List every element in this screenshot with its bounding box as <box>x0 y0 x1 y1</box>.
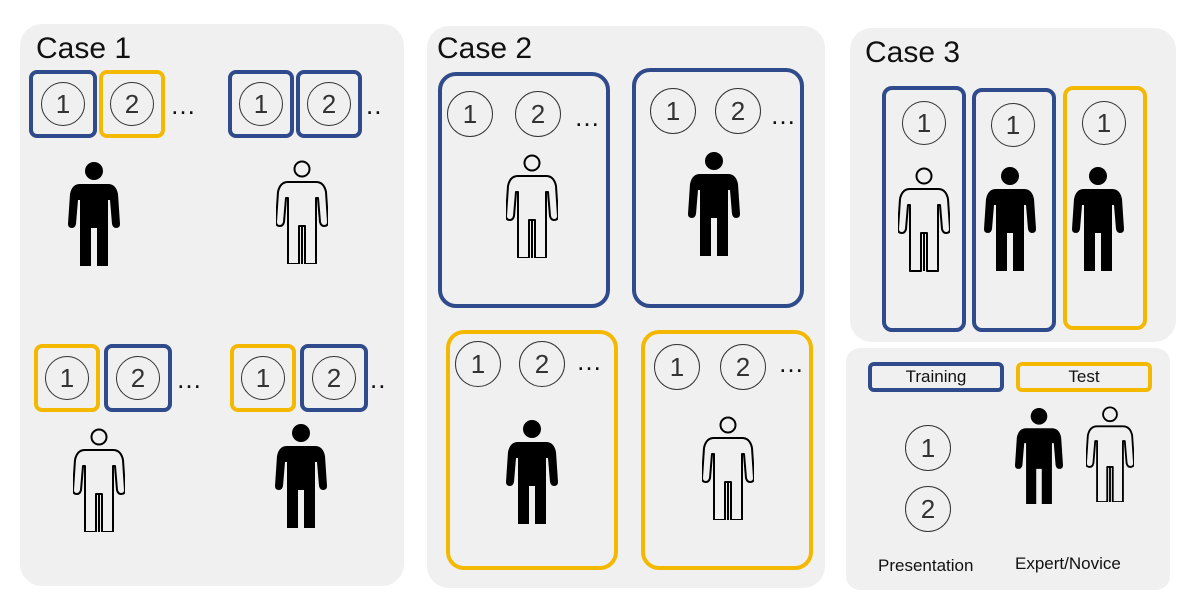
ellipsis: … <box>574 102 601 132</box>
expert-novice-label: Expert/Novice <box>1015 554 1121 573</box>
test-legend-label: Test <box>1068 367 1100 386</box>
presentation-1-icon: 1 <box>654 344 700 390</box>
ellipsis: … <box>170 90 197 120</box>
test-group-box <box>446 330 618 570</box>
expert-person-icon <box>1072 166 1124 272</box>
novice-person-icon <box>702 416 754 520</box>
presentation-2-icon: 2 <box>116 356 160 400</box>
training-legend-label: Training <box>905 367 967 386</box>
training-group-box <box>438 72 610 308</box>
training-group-box <box>632 68 804 308</box>
presentation-1-icon: 1 <box>1082 101 1126 145</box>
presentation-1-icon: 1 <box>239 82 283 126</box>
presentation-2-icon: 2 <box>905 486 951 532</box>
expert-person-icon <box>1015 408 1063 504</box>
presentation-1-icon: 1 <box>650 88 696 134</box>
presentation-2-icon: 2 <box>312 356 356 400</box>
training-box <box>300 344 368 412</box>
case3-title: Case 3 <box>865 36 961 69</box>
ellipsis: … <box>576 346 603 376</box>
expert-person-icon <box>275 424 327 528</box>
expert-person-icon <box>984 166 1036 272</box>
presentation-2-icon: 2 <box>515 91 561 137</box>
training-box <box>104 344 172 412</box>
case3-panel <box>850 28 1176 342</box>
novice-person-icon <box>276 160 328 264</box>
presentation-1-icon: 1 <box>455 341 501 387</box>
ellipsis: … <box>778 348 805 378</box>
presentation-2-icon: 2 <box>519 341 565 387</box>
presentation-1-icon: 1 <box>241 356 285 400</box>
case1-title: Case 1 <box>36 32 132 65</box>
training-box <box>228 70 294 138</box>
training-box <box>29 70 97 138</box>
presentation-2-icon: 2 <box>307 82 351 126</box>
test-box <box>34 344 100 412</box>
test-group-box <box>641 330 813 570</box>
novice-person-icon <box>506 154 558 258</box>
training-box <box>296 70 362 138</box>
presentation-1-icon: 1 <box>905 425 951 471</box>
training-legend: Training <box>868 362 1004 392</box>
ellipsis: … <box>770 100 797 130</box>
test-legend: Test <box>1016 362 1152 392</box>
expert-person-icon <box>68 162 120 266</box>
presentation-label: Presentation <box>878 556 974 575</box>
case2-title: Case 2 <box>437 32 533 65</box>
presentation-1-icon: 1 <box>45 356 89 400</box>
expert-person-icon <box>688 152 740 256</box>
presentation-2-icon: 2 <box>720 344 766 390</box>
novice-person-icon <box>73 428 125 532</box>
training-column-box <box>882 86 966 332</box>
presentation-1-icon: 1 <box>447 91 493 137</box>
test-column-box <box>1063 86 1147 330</box>
novice-person-icon <box>898 166 950 272</box>
presentation-2-icon: 2 <box>715 88 761 134</box>
novice-person-icon <box>1086 406 1134 502</box>
presentation-2-icon: 2 <box>110 82 154 126</box>
test-box <box>99 70 165 138</box>
presentation-1-icon: 1 <box>41 82 85 126</box>
presentation-1-icon: 1 <box>991 103 1035 147</box>
ellipsis: … <box>176 364 203 394</box>
ellipsis: .. <box>370 364 387 394</box>
test-box <box>230 344 296 412</box>
presentation-1-icon: 1 <box>902 101 946 145</box>
ellipsis: .. <box>366 90 383 120</box>
training-column-box <box>972 88 1056 332</box>
expert-person-icon <box>506 420 558 524</box>
